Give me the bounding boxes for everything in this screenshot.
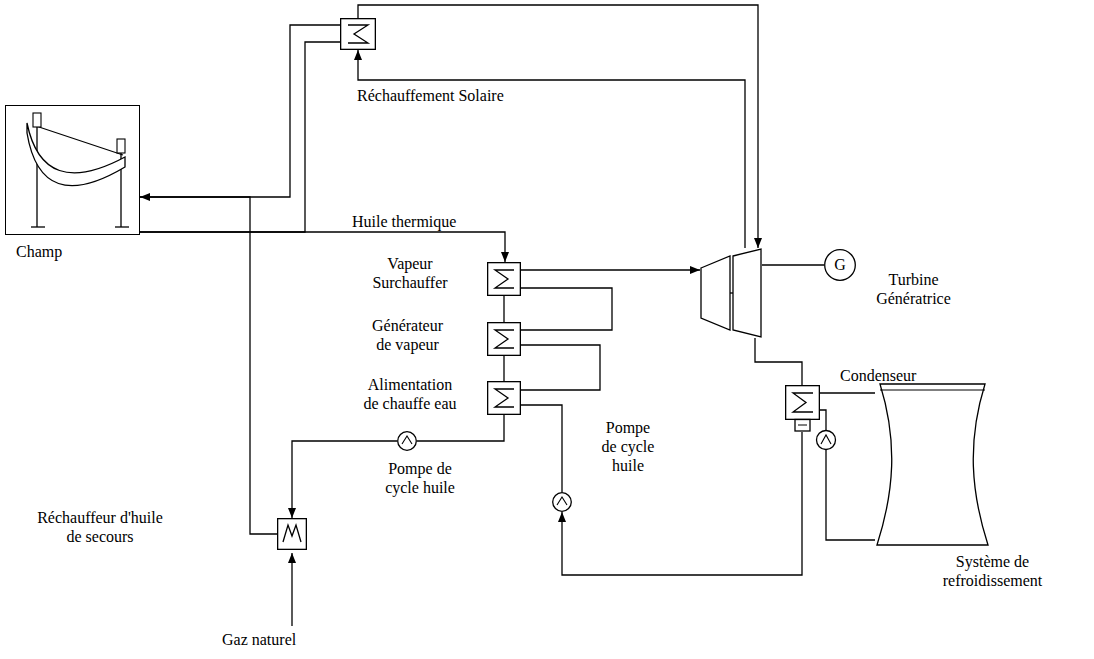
- oil-pump-shape: [552, 492, 572, 512]
- oil-pump-shape: [397, 431, 417, 451]
- node-label: Condenseur: [840, 366, 916, 385]
- backup-heater-shape: [277, 518, 307, 550]
- pipe-connector: [140, 25, 340, 197]
- pipe-connector: [521, 269, 700, 270]
- pipe-connector: [140, 197, 277, 534]
- reheat-exchanger-shape: [340, 18, 376, 50]
- superheater-shape: [487, 262, 521, 296]
- oil-pump: Pompe de cycle huile: [552, 492, 572, 512]
- feedwater-heater-shape: [487, 381, 521, 415]
- fluid-label: Huile thermique: [352, 212, 456, 231]
- steam-generator-shape: [487, 322, 521, 356]
- node-label: Pompe de cycle huile: [598, 418, 658, 476]
- node-label: Turbine Génératrice: [866, 270, 961, 308]
- node-label: Réchauffement Solaire: [357, 86, 504, 105]
- cooling-tower: Système de refroidissement: [875, 382, 990, 547]
- node-label: G: [824, 255, 856, 274]
- cooling-tower-shape: [875, 382, 990, 547]
- node-label: Réchauffeur d'huile de secours: [30, 508, 170, 546]
- backup-heater: Réchauffeur d'huile de secours: [277, 518, 307, 550]
- pipe-connector: [503, 356, 504, 381]
- pipe-connector: [521, 405, 562, 492]
- node-label: Alimentation de chauffe eau: [360, 375, 460, 413]
- pipe-connector: [820, 392, 875, 393]
- condenser-shape: [785, 385, 820, 432]
- oil-pump: Pompe de cycle huile: [397, 431, 417, 451]
- fuel-label: Gaz naturel: [222, 630, 296, 649]
- node-label: Champ: [16, 242, 62, 261]
- node-label: Système de refroidissement: [935, 552, 1050, 590]
- pipe-connector: [417, 415, 504, 441]
- solar-field: Champ: [5, 105, 140, 235]
- pipe-connector: [140, 232, 505, 262]
- pipe-connector: [562, 432, 802, 575]
- solar-field-shape: [5, 105, 140, 235]
- generator-circle: G: [824, 249, 856, 281]
- pipe-connector: [755, 338, 802, 385]
- pipe-connector: [140, 42, 340, 232]
- reheat-exchanger: Réchauffement Solaire: [340, 18, 376, 50]
- node-label: Vapeur Surchauffer: [360, 254, 460, 292]
- turbine-shape: [700, 248, 762, 338]
- cooling-pump: [817, 431, 836, 450]
- feedwater-heater: Alimentation de chauffe eau: [487, 381, 521, 415]
- pipe-connector: [820, 410, 875, 540]
- gas-arrow: [291, 553, 292, 626]
- condenser: Condenseur: [785, 385, 820, 432]
- pipe-connector: [521, 345, 600, 390]
- pipe-connector: [292, 441, 397, 518]
- turbine: Turbine Génératrice: [700, 248, 762, 338]
- node-label: Pompe de cycle huile: [380, 459, 460, 497]
- pipe-connector: [358, 5, 758, 248]
- pipe-connector: [762, 264, 824, 265]
- superheater: Vapeur Surchauffer: [487, 262, 521, 296]
- pipe-connector: [503, 296, 504, 322]
- pipe-connector: [521, 288, 612, 330]
- node-label: Générateur de vapeur: [365, 316, 450, 354]
- steam-generator: Générateur de vapeur: [487, 322, 521, 356]
